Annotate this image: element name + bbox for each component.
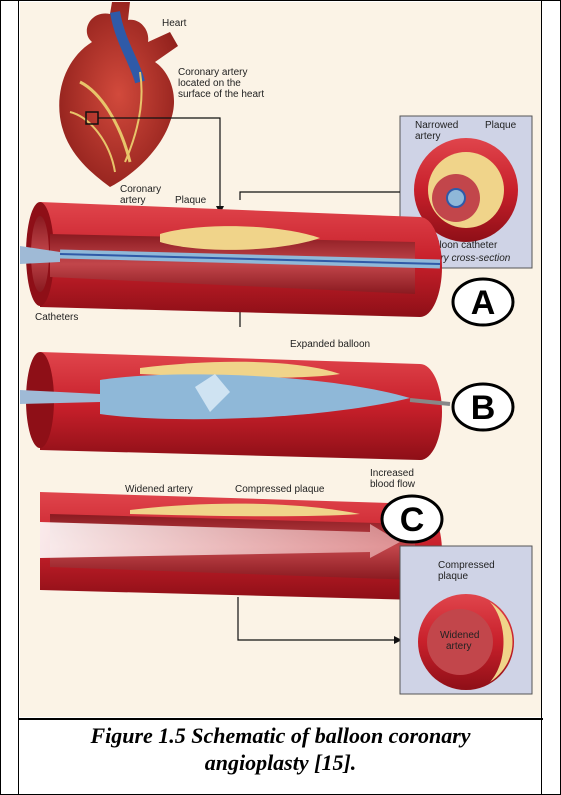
panel-letter-c: C [400, 501, 425, 539]
letter-b-badge: B [453, 384, 513, 430]
label-coronary-2: artery [120, 195, 146, 206]
caption-divider [18, 718, 543, 720]
artery-panel-c [40, 492, 442, 600]
label-coronary-located-3: surface of the heart [178, 89, 264, 100]
label-compressed-plaque: Compressed plaque [235, 484, 325, 495]
label-coronary-located-2: located on the [178, 78, 241, 89]
illustration-svg: Heart Coronary artery located on the sur… [20, 2, 541, 717]
frame-left-rule [18, 0, 19, 795]
label-increased-2: blood flow [370, 479, 416, 490]
panel-letter-a: A [471, 284, 496, 322]
label-plaque-inset: Plaque [485, 120, 517, 131]
label-narrowed-1: Narrowed [415, 120, 458, 131]
label-compressed-plaque-2a: Compressed [438, 560, 495, 571]
heart-drawing [59, 2, 224, 214]
label-plaque: Plaque [175, 195, 207, 206]
letter-a-badge: A [453, 279, 513, 325]
label-widened-1: Widened [440, 630, 479, 641]
label-narrowed-2: artery [415, 131, 441, 142]
panel-letter-b: B [471, 389, 496, 427]
label-increased-1: Increased [370, 468, 414, 479]
label-heart: Heart [162, 18, 187, 29]
label-widened-artery: Widened artery [125, 484, 193, 495]
caption-line-2: angioplasty [15]. [20, 749, 541, 776]
label-expanded-balloon: Expanded balloon [290, 339, 370, 350]
label-compressed-plaque-2b: plaque [438, 571, 468, 582]
caption-line-1: Figure 1.5 Schematic of balloon coronary [20, 722, 541, 749]
frame-right-rule [541, 0, 542, 795]
label-coronary-located-1: Coronary artery [178, 67, 247, 78]
label-widened-2: artery [446, 641, 472, 652]
artery-panel-b [20, 352, 450, 460]
figure-caption: Figure 1.5 Schematic of balloon coronary… [20, 722, 541, 776]
angioplasty-illustration: Heart Coronary artery located on the sur… [20, 2, 541, 717]
label-coronary-1: Coronary [120, 184, 161, 195]
label-catheters: Catheters [35, 312, 78, 323]
artery-panel-a [20, 202, 442, 317]
letter-c-badge: C [382, 496, 442, 542]
